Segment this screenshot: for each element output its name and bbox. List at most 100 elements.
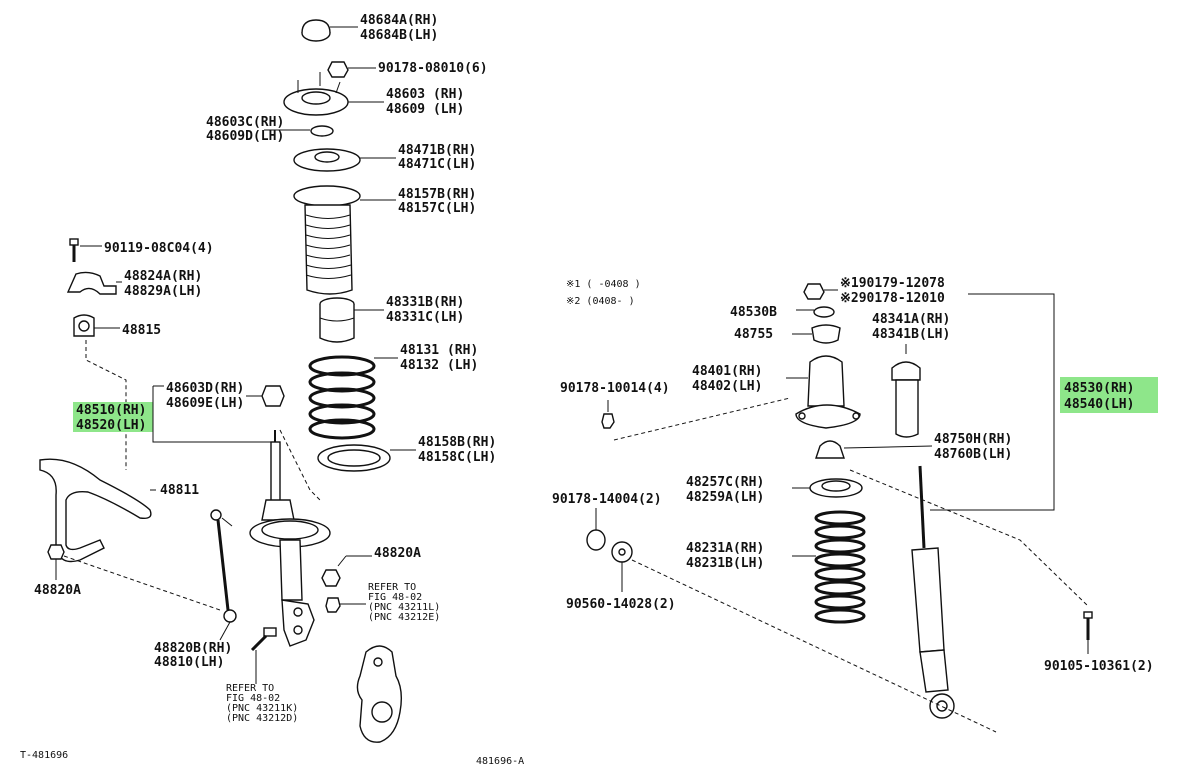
- legend-1: ※1 ( -0408 ): [566, 279, 641, 290]
- label-48158b: 48158B(RH): [418, 435, 496, 450]
- highlight-48530: [1060, 377, 1158, 413]
- label-48510: 48510(RH): [76, 403, 146, 418]
- label-48815: 48815: [122, 323, 161, 338]
- label-48331b: 48331B(RH): [386, 295, 464, 310]
- code-mid: 481696-A: [476, 756, 524, 767]
- strut-assembly-48510: [249, 430, 331, 647]
- cushion-48755: [792, 324, 841, 344]
- refer1-line4: (PNC 43212E): [368, 612, 440, 623]
- label-48811: 48811: [160, 483, 199, 498]
- label-90105: 90105-10361(2): [1044, 659, 1154, 674]
- label-48341b: 48341B(LH): [872, 327, 950, 342]
- insulator-48257: [792, 478, 863, 498]
- label-90178-08010: 90178-08010(6): [378, 61, 488, 76]
- label-48824a: 48824A(RH): [124, 269, 202, 284]
- label-48820a-right: 48820A: [374, 546, 421, 561]
- label-48231b: 48231B(LH): [686, 556, 764, 571]
- nut-48603d: [246, 385, 285, 407]
- coil-spring-48231: [792, 510, 866, 624]
- refer2-line4: (PNC 43212D): [226, 713, 298, 724]
- label-48684a: 48684A(RH): [360, 13, 438, 28]
- refer1-line1: REFER TO: [368, 582, 416, 593]
- leader-bushing: [85, 340, 127, 470]
- label-90178-10014: 90178-10014(4): [560, 381, 670, 396]
- label-48341a: 48341A(RH): [872, 312, 950, 327]
- label-48609d: 48609D(LH): [206, 129, 284, 144]
- label-48755: 48755: [734, 327, 773, 342]
- bracket-48530: [930, 293, 1055, 511]
- code-left: T-481696: [20, 750, 68, 761]
- bump-stop-48341: [891, 344, 921, 438]
- bolt-refer2: [250, 627, 277, 684]
- label-48810: 48810(LH): [154, 655, 224, 670]
- bracket-48824: [66, 271, 122, 295]
- highlight-48510: [73, 402, 153, 432]
- refer1-line2: FIG 48-02: [368, 592, 422, 603]
- nut-48820a-left: [47, 544, 65, 580]
- label-48603: 48603 (RH): [386, 87, 464, 102]
- label-48231a: 48231A(RH): [686, 541, 764, 556]
- label-48259a: 48259A(LH): [686, 490, 764, 505]
- bolt-refer1: [325, 597, 366, 613]
- label-48609: 48609 (LH): [386, 102, 464, 117]
- seat-48750: [815, 440, 933, 459]
- nut-90179: [803, 283, 838, 300]
- leader-seat: [849, 469, 1089, 607]
- bump-stop-48331: [319, 297, 384, 343]
- mount-48401: [786, 355, 861, 429]
- steering-knuckle: [356, 645, 403, 743]
- washer-90560: [611, 541, 633, 592]
- label-48820b: 48820B(RH): [154, 641, 232, 656]
- label-90560: 90560-14028(2): [566, 597, 676, 612]
- label-48401: 48401(RH): [692, 364, 762, 379]
- label-48158c: 48158C(LH): [418, 450, 496, 465]
- label-48132: 48132 (LH): [400, 358, 478, 373]
- refer2-line3: (PNC 43211K): [226, 703, 298, 714]
- stabilizer-link-48820b: [210, 509, 237, 641]
- refer2-line1: REFER TO: [226, 683, 274, 694]
- label-48331c: 48331C(LH): [386, 310, 464, 325]
- shock-absorber-48530: [911, 465, 955, 719]
- label-48603c: 48603C(RH): [206, 115, 284, 130]
- label-90178-12010: ※290178-12010: [840, 291, 945, 306]
- label-90179: ※190179-12078: [840, 276, 945, 291]
- leader-strut: [279, 429, 321, 501]
- bolt-90105: [1083, 611, 1093, 654]
- refer2-line2: FIG 48-02: [226, 693, 280, 704]
- label-48157c: 48157C(LH): [398, 201, 476, 216]
- label-48530b: 48530B: [730, 305, 777, 320]
- nut-90178-10014: [601, 400, 615, 429]
- refer1-line3: (PNC 43211L): [368, 602, 440, 613]
- label-48684b: 48684B(LH): [360, 28, 438, 43]
- upper-seat-48471: [293, 148, 396, 172]
- insulator-48158: [317, 444, 416, 472]
- label-48760b: 48760B(LH): [934, 447, 1012, 462]
- nut-48820a-right: [321, 555, 372, 587]
- label-48131: 48131 (RH): [400, 343, 478, 358]
- label-90178-14004: 90178-14004(2): [552, 492, 662, 507]
- bracket-48510: [152, 386, 274, 443]
- label-48520: 48520(LH): [76, 418, 146, 433]
- label-48471c: 48471C(LH): [398, 157, 476, 172]
- cap-48684: [301, 19, 358, 42]
- label-90119: 90119-08C04(4): [104, 241, 214, 256]
- label-48530: 48530(RH): [1064, 381, 1134, 396]
- label-48609e: 48609E(LH): [166, 396, 244, 411]
- strut-mount-48603: [283, 72, 384, 116]
- washer-48603c: [264, 125, 334, 137]
- dust-boot-48157: [293, 185, 396, 295]
- leader-mount: [613, 397, 791, 441]
- legend-2: ※2 (0408- ): [566, 296, 635, 307]
- label-48471b: 48471B(RH): [398, 143, 476, 158]
- label-48402: 48402(LH): [692, 379, 762, 394]
- label-48157b: 48157B(RH): [398, 187, 476, 202]
- nut-90178-08010: [327, 61, 376, 78]
- label-48257c: 48257C(RH): [686, 475, 764, 490]
- bushing-90178-14004: [586, 508, 606, 551]
- label-48603d: 48603D(RH): [166, 381, 244, 396]
- bushing-48815: [73, 314, 120, 337]
- label-48540: 48540(LH): [1064, 397, 1134, 412]
- leader-link: [63, 555, 221, 611]
- label-48820a-left: 48820A: [34, 583, 81, 598]
